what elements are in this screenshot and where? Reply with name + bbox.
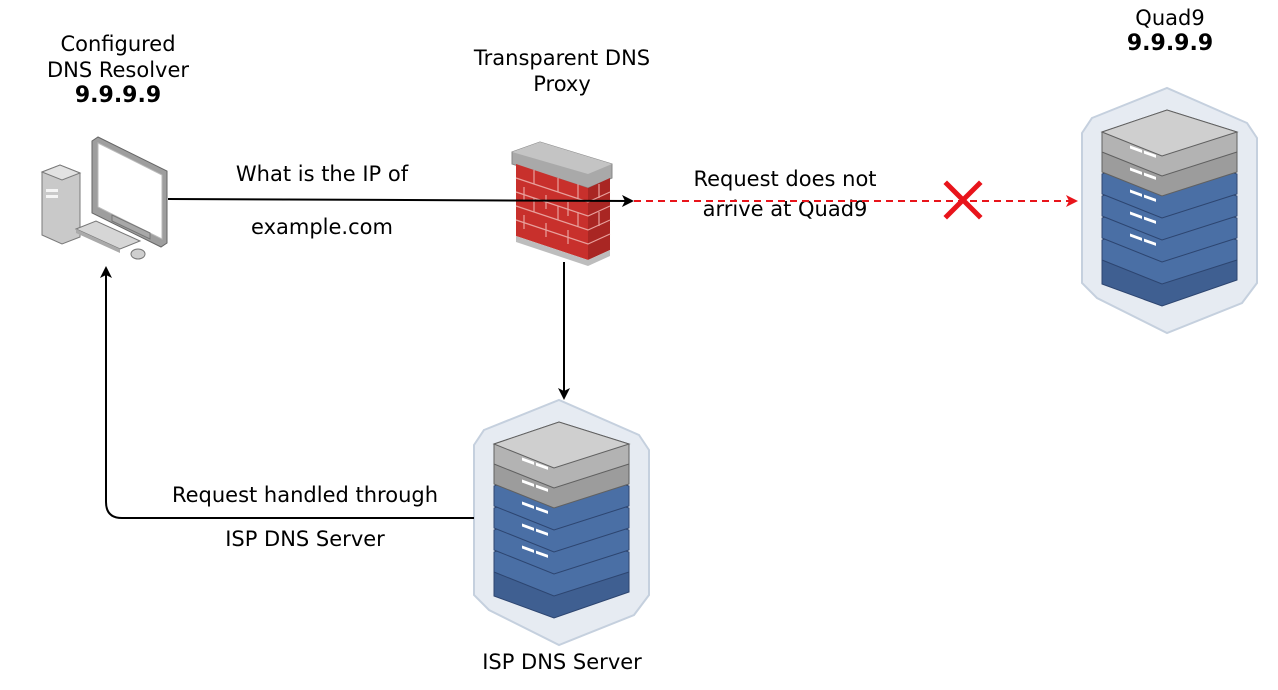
client-title-line2: DNS Resolver — [46, 58, 190, 82]
response-arrow — [100, 266, 474, 519]
quad9-title: Quad9 — [1135, 6, 1205, 30]
isp-title: ISP DNS Server — [482, 650, 642, 674]
isp-label: ISP DNS Server — [462, 649, 662, 675]
query-arrow — [167, 194, 634, 207]
handled-line2: ISP DNS Server — [225, 527, 385, 551]
red-x-icon — [943, 180, 983, 220]
quad9-ip: 9.9.9.9 — [1126, 31, 1214, 56]
isp-server-stack-icon — [473, 399, 650, 646]
quad9-server-stack-icon — [1081, 87, 1258, 334]
client-title-line1: Configured — [60, 32, 176, 56]
client-label: Configured DNS Resolver 9.9.9.9 — [38, 31, 198, 109]
query-line1: What is the IP of — [235, 162, 409, 186]
proxy-title-line1: Transparent DNS — [473, 46, 651, 70]
query-line2: example.com — [251, 215, 393, 239]
handled-edge-label: Request handled through ISP DNS Server — [155, 482, 455, 552]
query-edge-label: What is the IP of example.com — [212, 161, 432, 240]
proxy-label: Transparent DNS Proxy — [462, 45, 662, 97]
client-ip: 9.9.9.9 — [74, 83, 162, 108]
blocked-line1: Request does not — [693, 167, 877, 191]
handled-line1: Request handled through — [171, 483, 439, 507]
firewall-brick-wall-icon — [511, 141, 613, 266]
quad9-label: Quad9 9.9.9.9 — [1110, 5, 1230, 57]
desktop-computer-icon — [40, 136, 168, 260]
proxy-title-line2: Proxy — [533, 72, 591, 96]
